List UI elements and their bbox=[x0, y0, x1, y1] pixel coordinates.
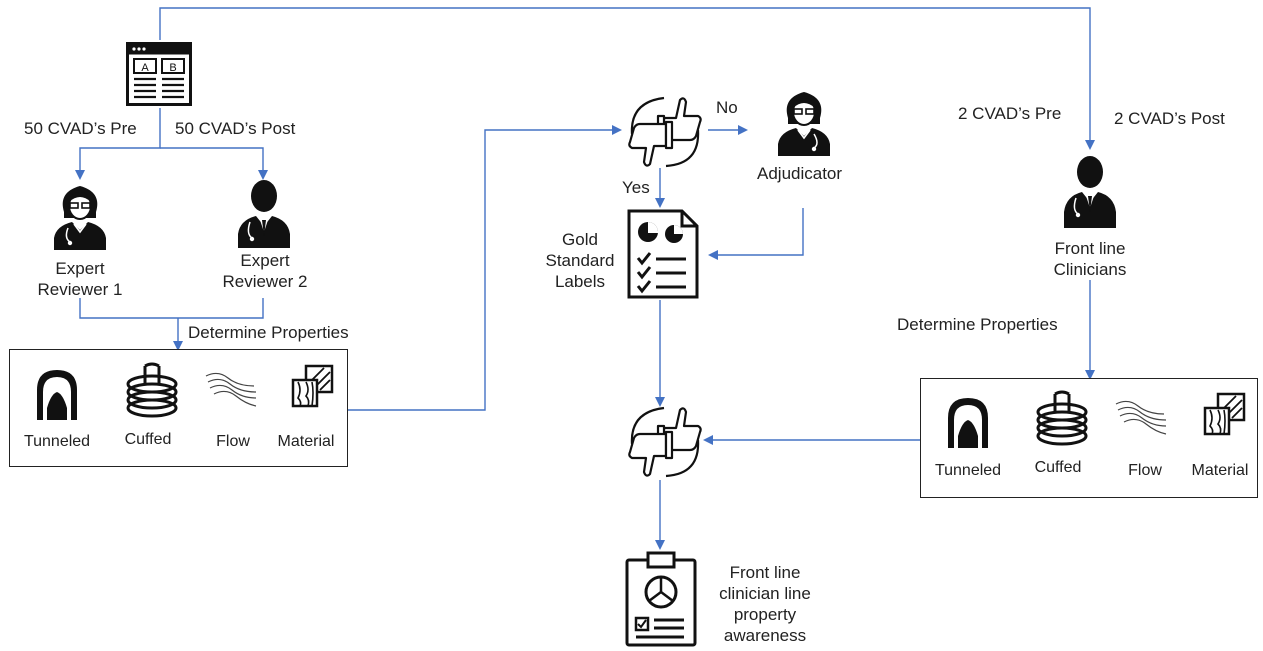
right-pre-label: 2 CVAD’s Pre bbox=[958, 104, 1062, 123]
tab-b-label: B bbox=[169, 62, 176, 74]
left-prop-cuffed: Cuffed bbox=[124, 431, 172, 448]
right-cuff-coil-icon bbox=[1036, 390, 1088, 446]
right-prop-tunneled: Tunneled bbox=[934, 462, 1002, 479]
connector-split bbox=[75, 108, 161, 180]
male-doctor-icon bbox=[238, 180, 290, 248]
right-material-texture-icon bbox=[1203, 392, 1246, 436]
reviewer2-label: Expert Reviewer 2 bbox=[215, 250, 315, 292]
connector-left-box-to-thumbs bbox=[348, 125, 622, 411]
left-prop-flow: Flow bbox=[216, 433, 250, 450]
flow-waves-icon bbox=[205, 372, 257, 407]
adjudicator-label: Adjudicator bbox=[757, 164, 843, 183]
clinicians-label: Front line Clinicians bbox=[1030, 238, 1150, 280]
awareness-text: Front line clinician line property aware… bbox=[719, 563, 811, 645]
right-tunnel-icon bbox=[948, 398, 988, 448]
thumbs-up-down-icon bbox=[628, 96, 702, 168]
right-post-label: 2 CVAD’s Post bbox=[1114, 109, 1225, 128]
left-prop-tunneled: Tunneled bbox=[23, 433, 91, 450]
compare-thumbs-icon bbox=[628, 406, 702, 478]
gold-standard-label: Gold Standard Labels bbox=[540, 229, 620, 292]
clipboard-chart-icon bbox=[625, 551, 697, 647]
awareness-label: Front line clinician line property aware… bbox=[705, 562, 825, 646]
connector-top-to-clinicians bbox=[159, 7, 1095, 150]
tab-a-label: A bbox=[141, 62, 149, 74]
left-prop-material: Material bbox=[277, 433, 335, 450]
reviewer1-text: Expert Reviewer 1 bbox=[37, 259, 123, 299]
material-texture-icon bbox=[291, 364, 334, 408]
no-label: No bbox=[716, 98, 738, 117]
adjudicator-icon bbox=[778, 92, 830, 156]
browser-window-icon: A B bbox=[126, 42, 192, 106]
connector-reviewers-join bbox=[79, 298, 264, 319]
right-determine-label: Determine Properties bbox=[897, 315, 1058, 334]
connector-split-right bbox=[160, 147, 268, 180]
clinicians-text: Front line Clinicians bbox=[1053, 239, 1127, 279]
gold-standard-text: Gold Standard Labels bbox=[545, 230, 615, 291]
left-pre-label: 50 CVAD’s Pre bbox=[24, 119, 137, 138]
female-doctor-icon bbox=[54, 186, 106, 250]
right-prop-cuffed: Cuffed bbox=[1034, 459, 1082, 476]
yes-label: Yes bbox=[622, 178, 650, 197]
clinician-icon bbox=[1064, 156, 1116, 228]
tunnel-icon bbox=[37, 370, 77, 420]
left-post-label: 50 CVAD’s Post bbox=[175, 119, 296, 138]
cuff-coil-icon bbox=[126, 362, 178, 418]
connector-adjudicator-to-gold bbox=[708, 208, 804, 260]
reviewer2-text: Expert Reviewer 2 bbox=[222, 251, 308, 291]
document-charts-icon bbox=[627, 209, 699, 299]
right-prop-flow: Flow bbox=[1128, 462, 1162, 479]
right-prop-material: Material bbox=[1191, 462, 1249, 479]
left-determine-label: Determine Properties bbox=[188, 323, 349, 342]
right-flow-waves-icon bbox=[1115, 400, 1167, 435]
reviewer1-label: Expert Reviewer 1 bbox=[30, 258, 130, 300]
